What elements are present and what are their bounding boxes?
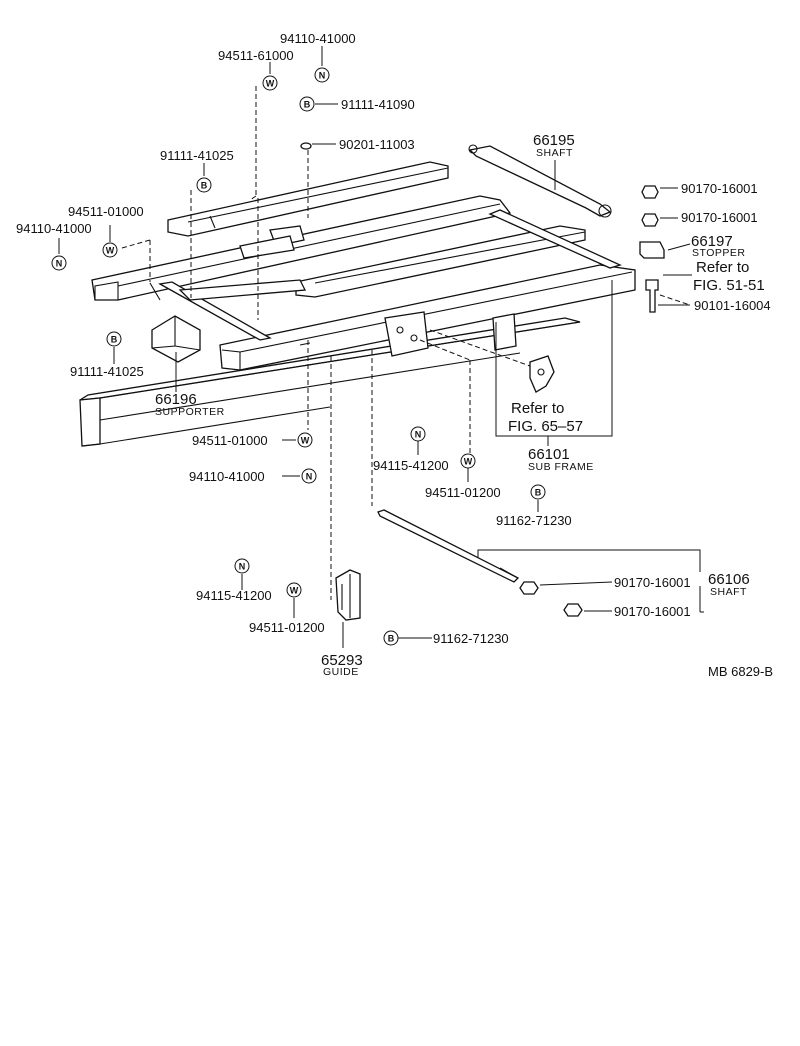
n-symbol-left: N xyxy=(51,255,67,271)
part-number-91111-41090: 91111-41090 xyxy=(341,97,415,112)
part-name-sub-frame: SUB FRAME xyxy=(528,461,594,473)
svg-text:B: B xyxy=(111,335,118,345)
svg-text:N: N xyxy=(239,562,246,572)
part-labels: 94110-41000 94511-61000 91111-41090 9020… xyxy=(16,31,773,679)
part-number-94511-01200: 94511-01200 xyxy=(425,485,501,500)
w-symbol-left: W xyxy=(102,242,118,258)
frame-drawing xyxy=(79,142,665,621)
part-number-94110-41000: 94110-41000 xyxy=(189,469,265,484)
svg-text:W: W xyxy=(290,586,299,596)
part-number-94511-01000: 94511-01000 xyxy=(68,204,144,219)
svg-text:B: B xyxy=(388,634,395,644)
part-name-supporter: SUPPORTER xyxy=(155,406,225,418)
part-number-94511-61000: 94511-61000 xyxy=(218,48,294,63)
part-number-90101-16004: 90101-16004 xyxy=(694,298,771,313)
n-symbol-center: N xyxy=(410,426,426,442)
symbol-markers: N W B B W N B W N N W B N W B xyxy=(51,67,546,646)
part-number-91162-71230: 91162-71230 xyxy=(433,631,509,646)
part-number-94511-01200: 94511-01200 xyxy=(249,620,325,635)
svg-text:N: N xyxy=(319,71,326,81)
svg-text:B: B xyxy=(201,181,208,191)
reference-text: Refer to xyxy=(696,259,749,276)
part-number-91111-41025: 91111-41025 xyxy=(70,364,144,379)
svg-text:W: W xyxy=(266,79,275,89)
svg-text:W: W xyxy=(464,457,473,467)
svg-text:B: B xyxy=(304,100,311,110)
b-symbol-center: B xyxy=(530,484,546,500)
part-number-66197: 66197 xyxy=(691,233,733,250)
diagram-code: MB 6829-B xyxy=(708,664,773,679)
part-number-90170-16001: 90170-16001 xyxy=(681,210,758,225)
part-number-66196: 66196 xyxy=(155,391,197,408)
part-name-shaft: SHAFT xyxy=(536,147,573,159)
n-symbol-mid: N xyxy=(301,468,317,484)
part-number-90170-16001: 90170-16001 xyxy=(614,575,691,590)
reference-figure: FIG. 51-51 xyxy=(693,277,765,294)
svg-text:W: W xyxy=(301,436,310,446)
part-number-94115-41200: 94115-41200 xyxy=(373,458,449,473)
svg-text:W: W xyxy=(106,246,115,256)
svg-text:N: N xyxy=(306,472,313,482)
part-number-94110-41000: 94110-41000 xyxy=(16,221,92,236)
b-symbol-lower: B xyxy=(383,630,399,646)
svg-text:B: B xyxy=(535,488,542,498)
w-symbol-center: W xyxy=(460,453,476,469)
part-name-guide: GUIDE xyxy=(323,666,359,678)
svg-text:N: N xyxy=(56,259,63,269)
b-symbol-supporter: B xyxy=(106,331,122,347)
leader-lines xyxy=(58,46,704,648)
part-number-94511-01000: 94511-01000 xyxy=(192,433,268,448)
part-number-66101: 66101 xyxy=(528,446,570,463)
part-number-90201-11003: 90201-11003 xyxy=(339,137,415,152)
part-number-91162-71230: 91162-71230 xyxy=(496,513,572,528)
part-name-stopper: STOPPER xyxy=(692,247,746,259)
n-symbol-lower: N xyxy=(234,558,250,574)
part-number-65293: 65293 xyxy=(321,652,363,669)
reference-text: Refer to xyxy=(511,400,564,417)
w-symbol-mid: W xyxy=(297,432,313,448)
svg-text:N: N xyxy=(415,430,422,440)
part-name-shaft: SHAFT xyxy=(710,586,747,598)
b-symbol-top: B xyxy=(299,96,315,112)
dashed-guides xyxy=(121,86,691,600)
part-number-66195: 66195 xyxy=(533,132,575,149)
reference-figure: FIG. 65–57 xyxy=(508,418,583,435)
w-symbol-lower: W xyxy=(286,582,302,598)
part-number-90170-16001: 90170-16001 xyxy=(681,181,758,196)
part-number-94110-41000: 94110-41000 xyxy=(280,31,356,46)
w-symbol-top: W xyxy=(262,75,278,91)
n-symbol-top: N xyxy=(314,67,330,83)
part-number-94115-41200: 94115-41200 xyxy=(196,588,272,603)
part-number-90170-16001: 90170-16001 xyxy=(614,604,691,619)
part-number-66106: 66106 xyxy=(708,571,750,588)
part-number-91111-41025: 91111-41025 xyxy=(160,148,234,163)
b-symbol-slide: B xyxy=(196,177,212,193)
